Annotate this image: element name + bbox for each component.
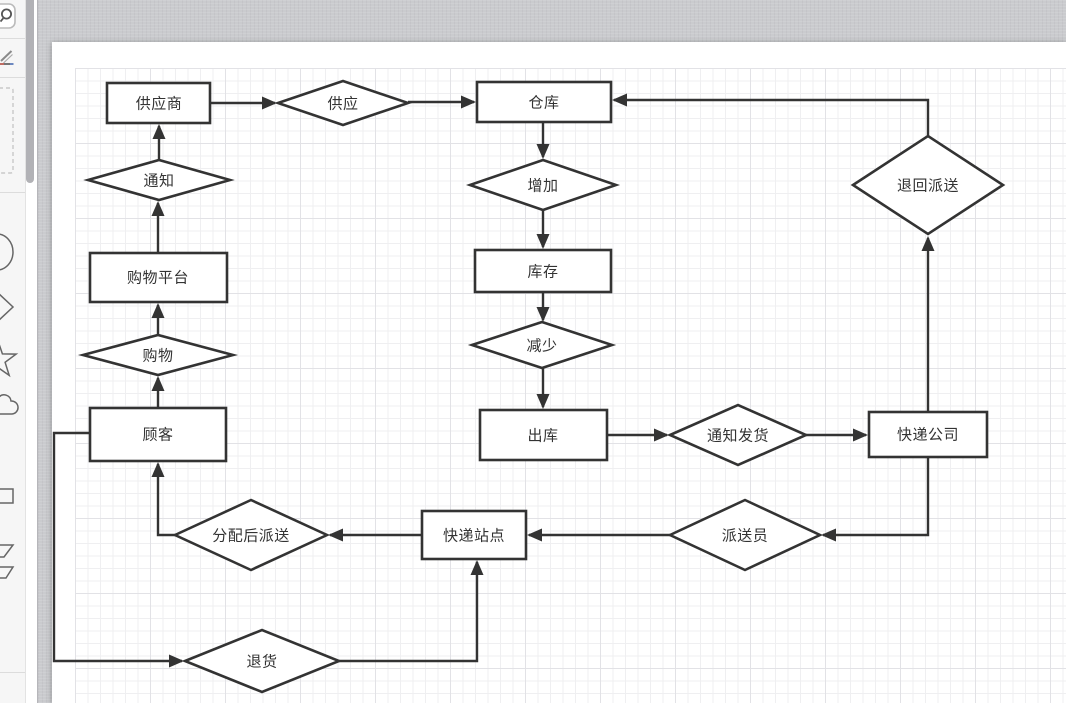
node-courier[interactable]: 派送员 — [666, 498, 824, 572]
node-customer[interactable]: 顾客 — [88, 406, 228, 463]
svg-text:供应: 供应 — [327, 95, 358, 113]
svg-text:派送员: 派送员 — [722, 528, 769, 545]
svg-text:通知发货: 通知发货 — [707, 428, 769, 445]
sidebar-divider — [0, 672, 25, 673]
drop-area[interactable] — [0, 87, 14, 174]
sidebar-scrollbar-thumb[interactable] — [26, 0, 34, 183]
node-shopping-platform[interactable]: 购物平台 — [88, 251, 229, 304]
sidebar-icons — [0, 3, 19, 579]
edge-express-company-courier[interactable] — [821, 457, 930, 542]
edge-customer-return-goods[interactable] — [52, 431, 184, 668]
node-increase[interactable]: 增加 — [465, 158, 621, 212]
svg-text:购物: 购物 — [142, 348, 173, 365]
svg-text:仓库: 仓库 — [528, 95, 559, 112]
shape-rectangle-icon[interactable] — [0, 488, 14, 504]
shape-cloud-icon[interactable] — [0, 393, 19, 415]
svg-text:退回派送: 退回派送 — [897, 178, 959, 195]
node-return-dispatch[interactable]: 退回派送 — [850, 134, 1006, 236]
svg-text:退货: 退货 — [246, 654, 277, 671]
shape-trapezoid-icon[interactable] — [0, 566, 15, 579]
shape-ellipse-icon[interactable] — [0, 233, 14, 271]
node-stock[interactable]: 库存 — [473, 248, 613, 294]
edge-return-goods-express-station[interactable] — [339, 560, 484, 663]
svg-text:增加: 增加 — [527, 178, 558, 195]
shape-parallelogram-icon[interactable] — [0, 544, 15, 558]
sidebar-divider — [0, 192, 25, 193]
svg-text:购物平台: 购物平台 — [127, 270, 189, 287]
shape-diamond-icon[interactable] — [0, 292, 15, 322]
sidebar-divider — [0, 77, 25, 78]
svg-text:分配后派送: 分配后派送 — [212, 528, 290, 545]
svg-text:减少: 减少 — [526, 338, 557, 355]
node-supplier[interactable]: 供应商 — [105, 81, 212, 125]
svg-text:供应商: 供应商 — [136, 95, 183, 113]
node-dispatch-after-allocation[interactable]: 分配后派送 — [171, 498, 331, 572]
node-return-goods[interactable]: 退货 — [181, 628, 343, 694]
svg-text:快递站点: 快递站点 — [443, 528, 505, 545]
svg-text:通知: 通知 — [143, 173, 174, 190]
shapes-sidebar — [0, 0, 26, 703]
node-shopping[interactable]: 购物 — [77, 333, 239, 377]
node-warehouse[interactable]: 仓库 — [475, 80, 613, 124]
node-decrease[interactable]: 减少 — [467, 320, 617, 370]
sidebar-scrollbar-track[interactable] — [26, 0, 37, 703]
diagram-page[interactable] — [52, 42, 1066, 703]
edge-return-dispatch-warehouse[interactable] — [612, 93, 930, 136]
svg-text:顾客: 顾客 — [142, 427, 173, 444]
node-express-station[interactable]: 快递站点 — [420, 509, 528, 561]
svg-text:库存: 库存 — [527, 264, 558, 281]
node-notify-shipping[interactable]: 通知发货 — [666, 403, 810, 467]
svg-text:出库: 出库 — [527, 428, 558, 445]
sidebar-divider — [0, 38, 25, 39]
node-supply[interactable]: 供应 — [273, 79, 413, 127]
edge-dispatch-customer[interactable] — [151, 462, 175, 537]
node-notify[interactable]: 通知 — [83, 158, 235, 202]
search-input[interactable] — [0, 3, 16, 29]
search-icon — [0, 8, 12, 23]
nodes: 供应商 供应 仓库 通知 增加 退回派送 — [77, 79, 1006, 694]
shape-star-icon[interactable] — [0, 341, 19, 378]
node-express-company[interactable]: 快递公司 — [867, 410, 989, 459]
edges — [52, 93, 935, 668]
edit-icon[interactable] — [0, 50, 14, 65]
node-outbound[interactable]: 出库 — [478, 408, 609, 462]
svg-text:快递公司: 快递公司 — [897, 427, 959, 444]
